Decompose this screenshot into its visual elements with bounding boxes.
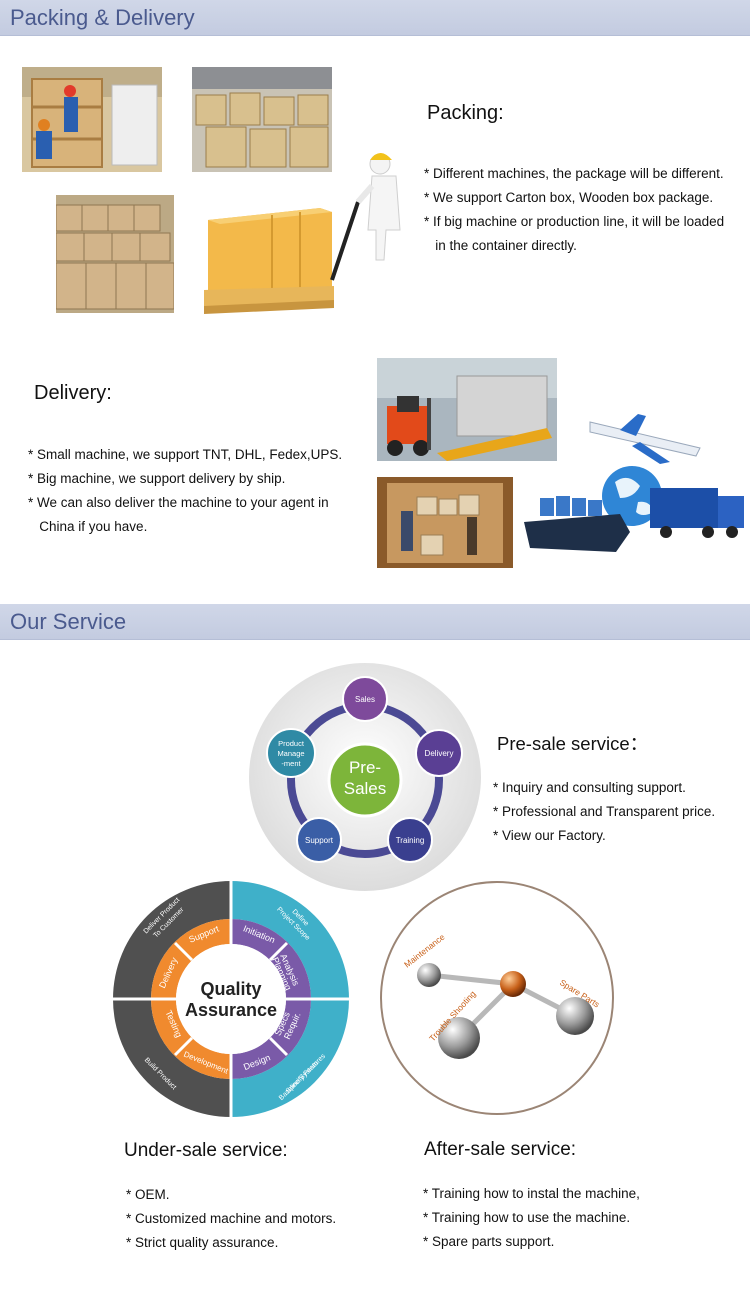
- delivery-title: Delivery:: [34, 382, 112, 404]
- section-title: Our Service: [10, 609, 127, 634]
- presale-node-sales: Sales: [355, 695, 375, 704]
- packing-item: in the container directly.: [424, 238, 577, 253]
- our-service-header: Our Service: [0, 604, 750, 640]
- presale-node-delivery: Delivery: [425, 749, 454, 758]
- presale-node-training: Training: [396, 836, 425, 845]
- forklift-loading-photo: [377, 358, 557, 461]
- carton-boxes-photo: [56, 195, 174, 313]
- delivery-list: * Small machine, we support TNT, DHL, Fe…: [28, 443, 342, 539]
- pre-sale-item: * View our Factory.: [493, 828, 606, 843]
- pre-sale-item: * Inquiry and consulting support.: [493, 780, 686, 795]
- wooden-crate-packing-photo: [22, 67, 162, 172]
- after-sale-item: * Spare parts support.: [423, 1234, 555, 1249]
- under-sale-item: * Customized machine and motors.: [126, 1211, 337, 1226]
- delivery-item: China if you have.: [28, 519, 148, 534]
- under-sale-title: Under-sale service:: [124, 1140, 288, 1161]
- svg-text:-ment: -ment: [281, 759, 301, 768]
- quality-assurance-wheel: Quality Assurance Initiation Analysis Pl…: [111, 879, 351, 1119]
- pre-sale-list: * Inquiry and consulting support. * Prof…: [493, 776, 715, 848]
- presale-node-support: Support: [305, 836, 334, 845]
- packing-item: * We support Carton box, Wooden box pack…: [424, 190, 714, 205]
- pallet-jack-figure-illustration: [200, 140, 410, 315]
- under-sale-item: * OEM.: [126, 1187, 170, 1202]
- pre-sale-item: * Professional and Transparent price.: [493, 804, 716, 819]
- after-sale-list: * Training how to instal the machine, * …: [423, 1182, 640, 1254]
- svg-text:Product: Product: [278, 739, 305, 748]
- presale-center-text: Sales: [344, 779, 387, 798]
- packing-delivery-header: Packing & Delivery: [0, 0, 750, 36]
- delivery-item: * We can also deliver the machine to you…: [28, 495, 329, 510]
- under-sale-list: * OEM. * Customized machine and motors. …: [126, 1183, 336, 1255]
- packing-item: * If big machine or production line, it …: [424, 214, 725, 229]
- delivery-item: * Small machine, we support TNT, DHL, Fe…: [28, 447, 343, 462]
- after-sale-title: After-sale service:: [424, 1139, 577, 1160]
- section-title: Packing & Delivery: [10, 5, 195, 30]
- packing-item: * Different machines, the package will b…: [424, 166, 724, 181]
- container-loading-photo: [377, 477, 513, 568]
- after-sale-item: * Training how to use the machine.: [423, 1210, 631, 1225]
- after-sale-molecule-diagram: Maintenance Trouble Shooting Spare Parts: [379, 880, 615, 1116]
- delivery-item: * Big machine, we support delivery by sh…: [28, 471, 286, 486]
- qa-center-text: Assurance: [185, 1000, 277, 1020]
- global-shipping-illustration: [520, 402, 748, 572]
- pre-sale-title: Pre-sale service：: [497, 733, 649, 754]
- after-sale-item: * Training how to instal the machine,: [423, 1186, 640, 1201]
- crates-warehouse-photo: [192, 67, 332, 172]
- packing-list: * Different machines, the package will b…: [424, 162, 724, 258]
- svg-text:Manage: Manage: [277, 749, 304, 758]
- under-sale-item: * Strict quality assurance.: [126, 1235, 279, 1250]
- pre-sales-cycle-diagram: Pre- Sales Sales Delivery Training Suppo…: [248, 662, 482, 892]
- packing-title: Packing:: [427, 102, 504, 124]
- presale-center-text: Pre-: [349, 758, 381, 777]
- qa-center-text: Quality: [200, 979, 261, 999]
